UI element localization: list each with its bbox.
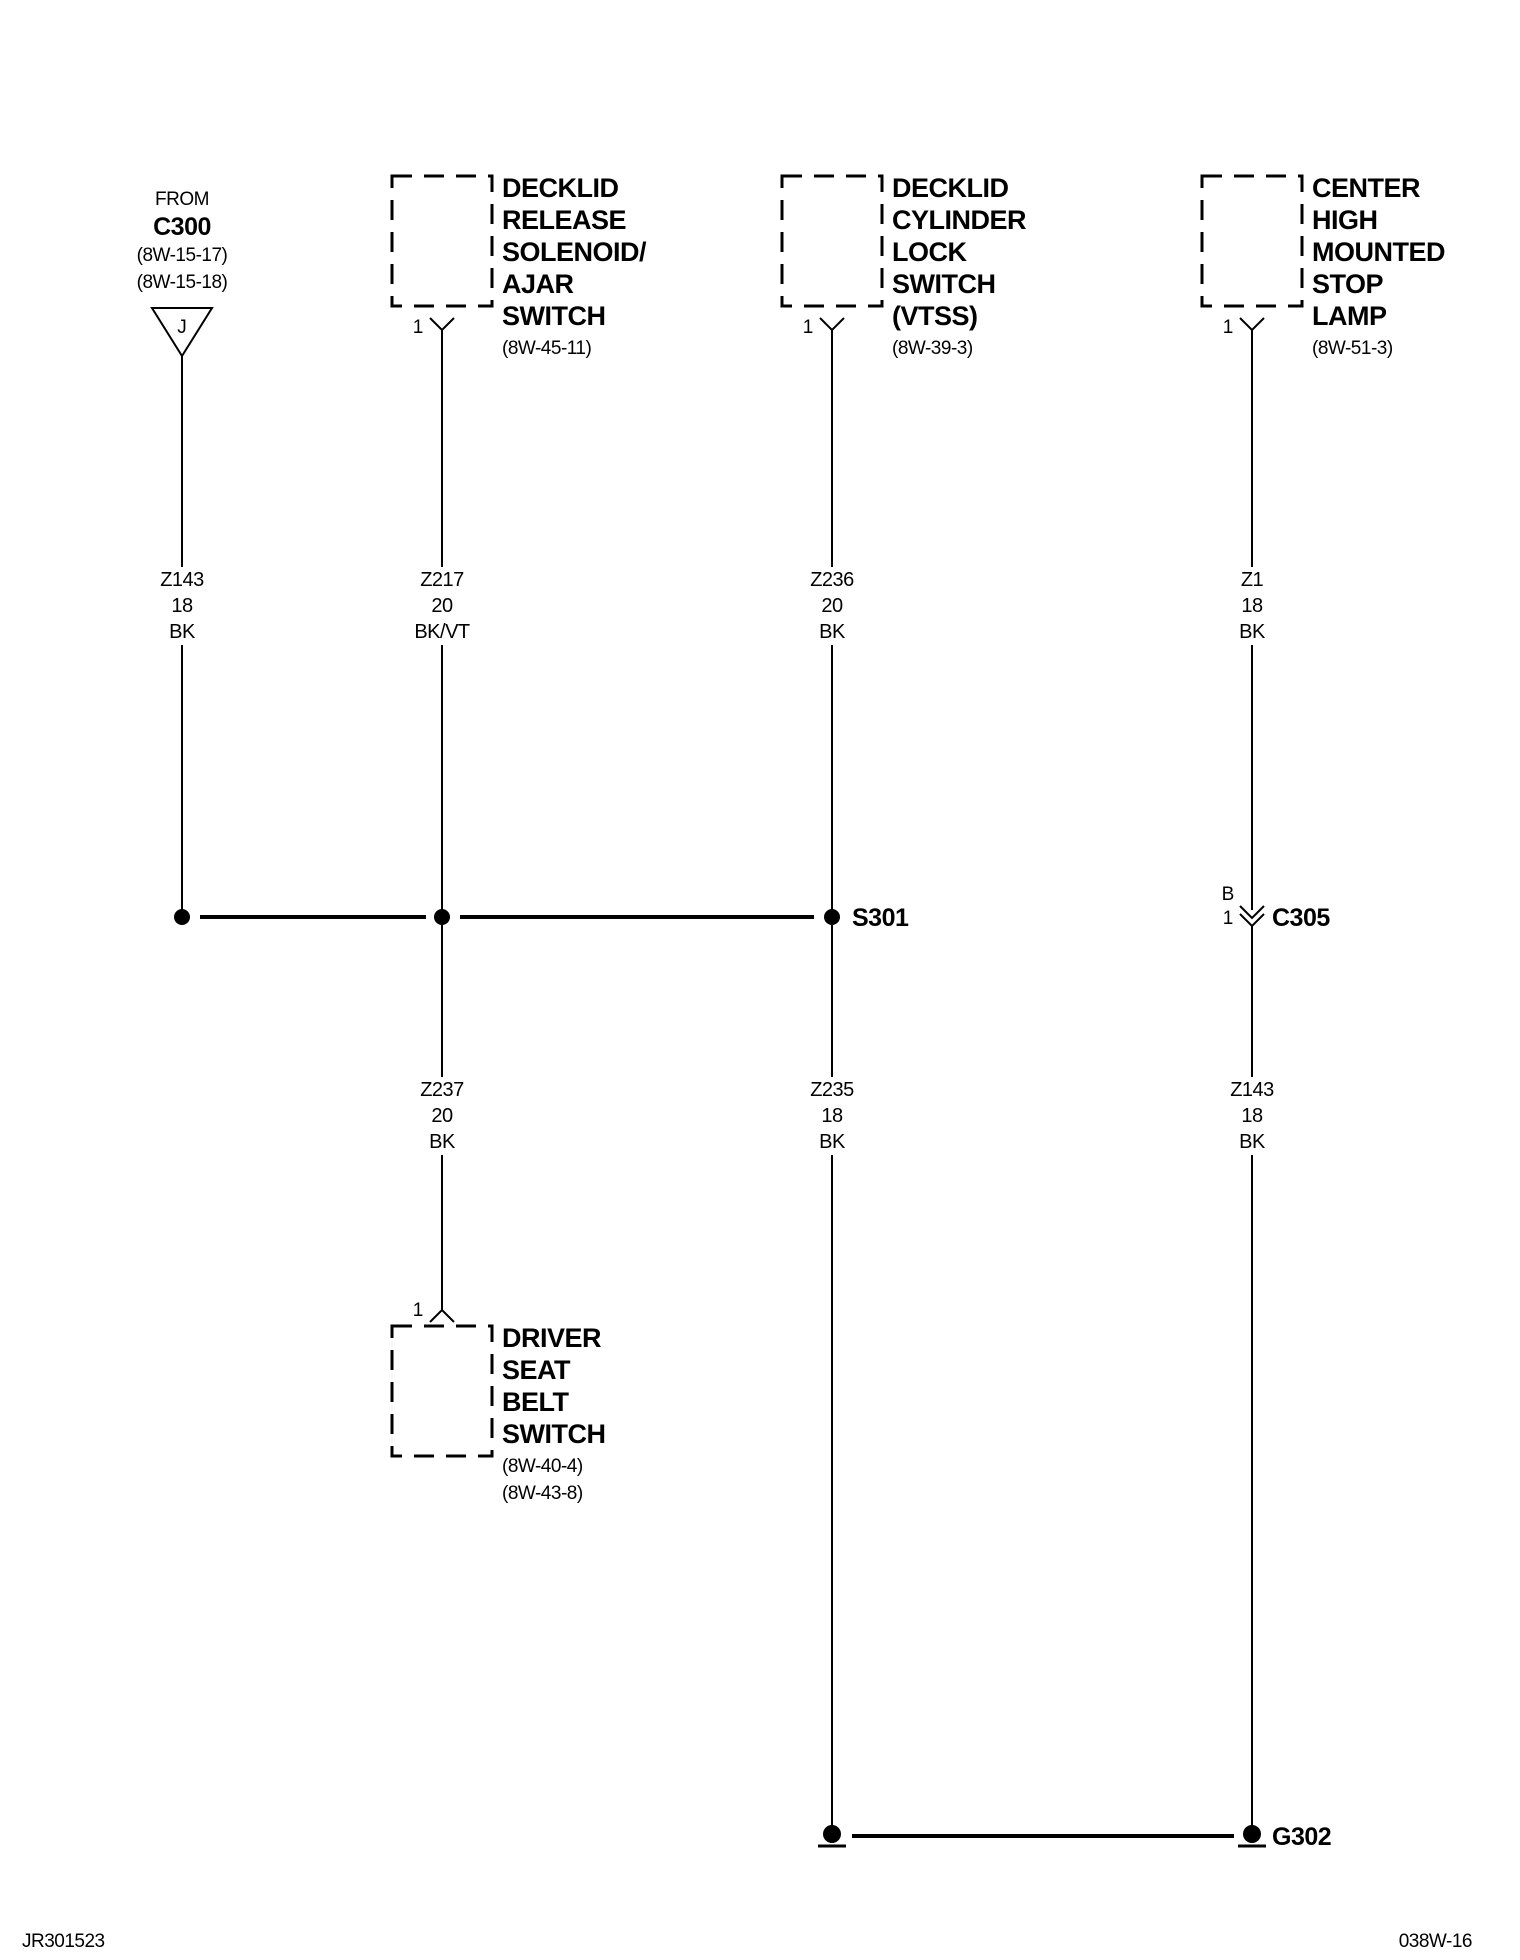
wire-color: BK [819, 621, 846, 643]
wire-label-z143-bottom: Z143 18 BK [1230, 1079, 1274, 1153]
center-high-mounted-stop-lamp-component: CENTER HIGH MOUNTED STOP LAMP (8W-51-3) … [1200, 173, 1446, 359]
ground-eyelet-icon [1243, 1825, 1261, 1843]
component-name-line: SWITCH [502, 1419, 605, 1449]
pin-number: 1 [413, 1300, 424, 1321]
c305-inline-connector: B 1 C305 [1222, 884, 1331, 932]
female-terminal-icon [819, 317, 845, 332]
component-name-line: HIGH [1312, 205, 1378, 235]
component-name-line: DECKLID [502, 173, 619, 203]
component-dashed-box [390, 1324, 494, 1458]
component-ref: (8W-43-8) [502, 1483, 583, 1504]
wire-gauge: 18 [1241, 595, 1263, 617]
pin-number: 1 [803, 317, 814, 338]
component-name-line: LOCK [892, 237, 967, 267]
wire-label-z236: Z236 20 BK [810, 569, 854, 643]
wire-gauge: 20 [821, 595, 843, 617]
driver-seat-belt-switch-component: 1 DRIVER SEAT BELT SWITCH (8W-40-4) (8W-… [390, 1300, 606, 1504]
pin-number: 1 [1223, 317, 1234, 338]
from-symbol-letter: J [177, 317, 187, 338]
component-name-line: SEAT [502, 1355, 571, 1385]
component-name-line: SWITCH [892, 269, 995, 299]
wire-color: BK [429, 1131, 456, 1153]
wire-circuit: Z237 [420, 1079, 464, 1101]
connector-cavity-letter: B [1222, 884, 1235, 905]
wire-gauge: 18 [821, 1105, 843, 1127]
wire-label-z217: Z217 20 BK/VT [414, 569, 470, 643]
component-dashed-box [390, 174, 494, 308]
component-dashed-box [780, 174, 884, 308]
lower-wires [441, 925, 1253, 1826]
component-name-line: MOUNTED [1312, 237, 1445, 267]
male-terminal-icon [429, 1308, 455, 1323]
component-name-line: (VTSS) [892, 301, 978, 331]
component-name-line: SWITCH [502, 301, 605, 331]
wire-gauge: 20 [431, 1105, 453, 1127]
component-name-line: BELT [502, 1387, 569, 1417]
component-dashed-box [1200, 174, 1304, 308]
splice-label: S301 [852, 904, 909, 932]
wire-color: BK [1239, 621, 1266, 643]
splice-dot-icon [174, 909, 190, 925]
component-ref: (8W-39-3) [892, 338, 973, 359]
component-ref: (8W-40-4) [502, 1456, 583, 1477]
from-connector-name: C300 [153, 213, 211, 241]
wire-circuit: Z217 [420, 569, 464, 591]
component-ref: (8W-51-3) [1312, 338, 1393, 359]
wire-circuit: Z236 [810, 569, 854, 591]
component-name-line: DECKLID [892, 173, 1009, 203]
splice-dot-icon [824, 909, 840, 925]
connector-cavity-pin: 1 [1223, 908, 1234, 929]
wire-label-z237: Z237 20 BK [420, 1079, 464, 1153]
female-terminal-icon [1239, 905, 1265, 920]
component-name-line: AJAR [502, 269, 574, 299]
component-name-line: LAMP [1312, 301, 1387, 331]
component-ref: (8W-45-11) [502, 338, 591, 359]
from-c300-connector: FROM C300 (8W-15-17) (8W-15-18) J [137, 189, 228, 358]
from-ref-1: (8W-15-17) [137, 245, 228, 266]
wire-gauge: 18 [1241, 1105, 1263, 1127]
page-code-right: 038W-16 [1399, 1931, 1472, 1952]
pin-number: 1 [413, 317, 424, 338]
figure-id-left: JR301523 [22, 1931, 105, 1952]
wire-color: BK [169, 621, 196, 643]
wire-color: BK [819, 1131, 846, 1153]
component-name-line: CENTER [1312, 173, 1420, 203]
female-terminal-icon [1239, 317, 1265, 332]
wire-color: BK [1239, 1131, 1266, 1153]
wire-circuit: Z143 [160, 569, 204, 591]
ground-label: G302 [1272, 1823, 1331, 1851]
wire-gauge: 18 [171, 595, 193, 617]
component-name-line: DRIVER [502, 1323, 601, 1353]
wire-color: BK/VT [414, 621, 470, 643]
connector-label: C305 [1272, 904, 1330, 932]
female-terminal-icon [429, 317, 455, 332]
wire-circuit: Z143 [1230, 1079, 1274, 1101]
from-label: FROM [155, 189, 209, 210]
decklid-cylinder-lock-switch-component: DECKLID CYLINDER LOCK SWITCH (VTSS) (8W-… [780, 173, 1027, 359]
wire-label-z143-top: Z143 18 BK [160, 569, 204, 643]
from-ref-2: (8W-15-18) [137, 272, 228, 293]
ground-g302: G302 [818, 1823, 1332, 1851]
wire-circuit: Z235 [810, 1079, 854, 1101]
male-terminal-icon [1239, 913, 1265, 928]
wire-circuit: Z1 [1241, 569, 1264, 591]
wire-label-z235: Z235 18 BK [810, 1079, 854, 1153]
decklid-release-solenoid-component: DECKLID RELEASE SOLENOID/ AJAR SWITCH (8… [390, 173, 648, 359]
wire-gauge: 20 [431, 595, 453, 617]
ground-eyelet-icon [823, 1825, 841, 1843]
component-name-line: STOP [1312, 269, 1384, 299]
component-name-line: CYLINDER [892, 205, 1026, 235]
component-name-line: SOLENOID/ [502, 237, 647, 267]
splice-dot-icon [434, 909, 450, 925]
wire-label-z1: Z1 18 BK [1239, 569, 1266, 643]
upper-wires [181, 330, 1253, 917]
component-name-line: RELEASE [502, 205, 626, 235]
triangle-arrow-icon [150, 307, 214, 358]
